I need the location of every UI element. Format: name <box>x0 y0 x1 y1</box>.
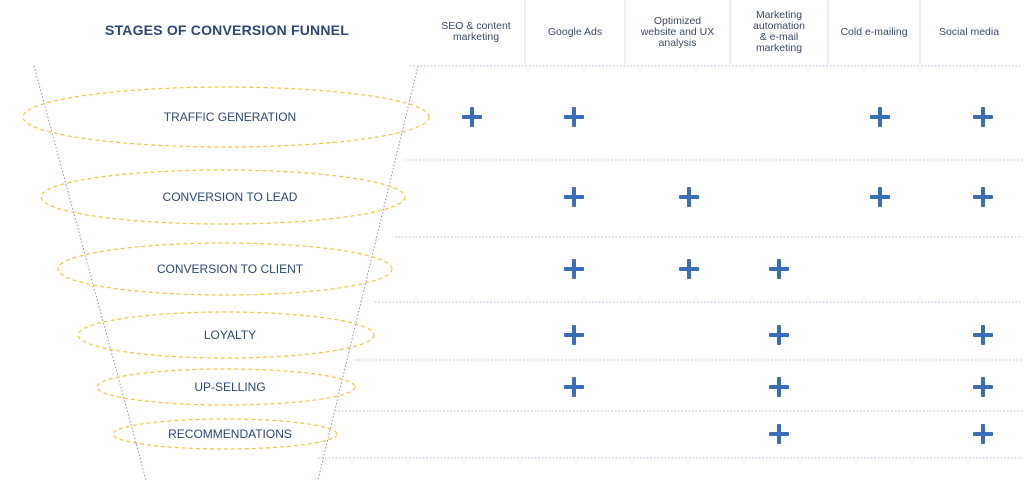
funnel-right-edge <box>317 65 419 481</box>
stage-ellipse <box>77 311 375 359</box>
plus-icon <box>973 325 993 345</box>
stage-ellipse <box>40 169 406 225</box>
plus-icon <box>973 107 993 127</box>
plus-icon <box>679 259 699 279</box>
stage-ellipse <box>57 242 393 296</box>
funnel-title: STAGES OF CONVERSION FUNNEL <box>105 22 349 38</box>
plus-icon <box>769 377 789 397</box>
stage-label-recommendations: RECOMMENDATIONS <box>168 427 292 441</box>
column-header-social-media: Social media <box>938 25 1000 38</box>
plus-icon <box>564 187 584 207</box>
stage-ellipse <box>22 86 430 148</box>
plus-icon <box>564 325 584 345</box>
column-header-marketing-automation: Marketing automation & e-mail marketing <box>753 9 805 54</box>
plus-icon <box>564 259 584 279</box>
plus-icon <box>870 107 890 127</box>
plus-icon <box>973 377 993 397</box>
plus-icon <box>870 187 890 207</box>
column-header-cold-emailing: Cold e-mailing <box>840 25 908 38</box>
plus-icon <box>679 187 699 207</box>
plus-icon <box>769 325 789 345</box>
stage-label-conversion-to-client: CONVERSION TO CLIENT <box>156 262 304 276</box>
column-header-google-ads: Google Ads <box>547 25 603 38</box>
column-header-website-ux: Optimized website and UX analysis <box>640 14 715 49</box>
plus-icon <box>564 107 584 127</box>
plus-icon <box>973 187 993 207</box>
stage-ellipse <box>112 418 338 450</box>
funnel-left-edge <box>33 65 147 481</box>
plus-icon <box>769 259 789 279</box>
plus-icon <box>973 424 993 444</box>
stage-label-loyalty: LOYALTY <box>203 328 257 342</box>
stage-ellipse <box>96 368 356 406</box>
column-header-seo: SEO & content marketing <box>441 20 511 43</box>
plus-icon <box>769 424 789 444</box>
stage-label-conversion-to-lead: CONVERSION TO LEAD <box>162 190 298 204</box>
plus-icon <box>564 377 584 397</box>
plus-icon <box>462 107 482 127</box>
stage-label-traffic-generation: TRAFFIC GENERATION <box>163 110 297 124</box>
stage-label-up-selling: UP-SELLING <box>194 380 266 394</box>
